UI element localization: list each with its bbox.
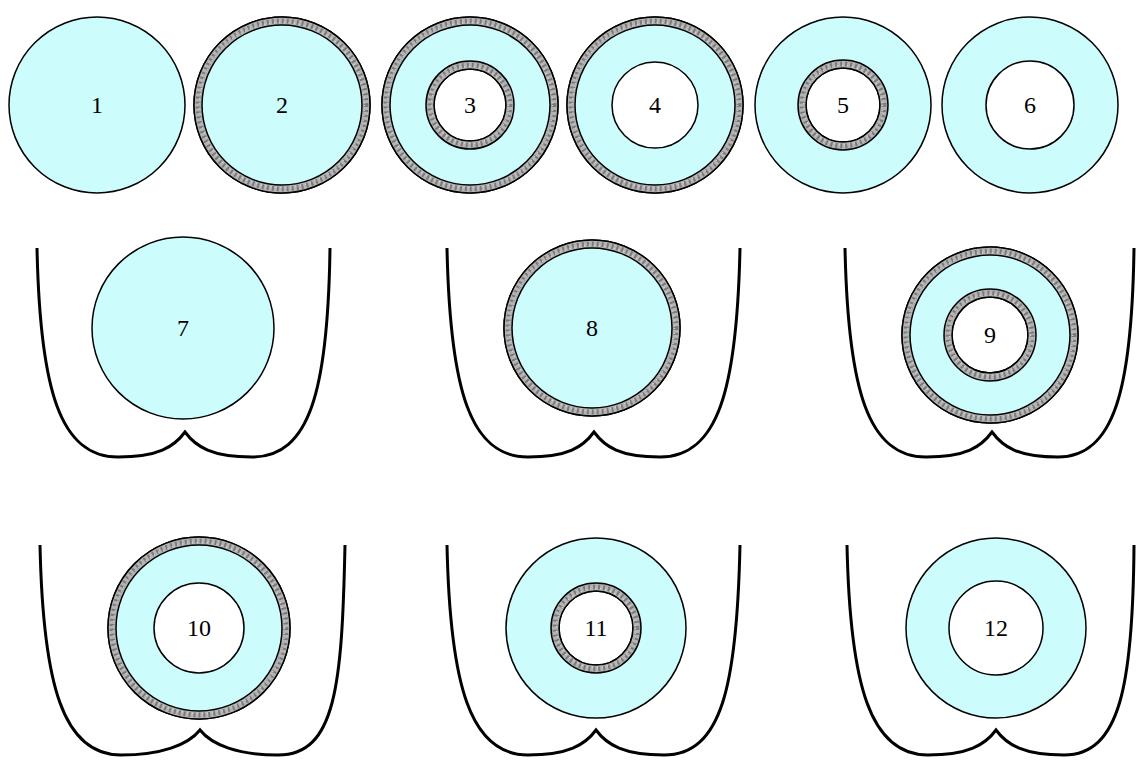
particle-circle: 8 [502,238,682,418]
circle-number: 2 [276,92,288,119]
circle-number: 8 [586,315,598,342]
circle-number: 5 [837,92,849,119]
circle-number: 4 [649,92,661,119]
particle-circle: 9 [900,245,1080,425]
circle-number: 7 [177,315,189,342]
particle-circle: 6 [940,15,1120,195]
particle-circle: 7 [90,235,276,421]
circle-number: 1 [91,92,103,119]
circle-number: 6 [1024,92,1036,119]
circle-number: 9 [984,322,996,349]
potential-curve [845,248,1134,457]
circle-number: 12 [984,615,1008,642]
particle-circle: 3 [380,15,560,195]
particle-circle: 2 [192,15,372,195]
circle-number: 11 [584,615,607,642]
particle-circle: 4 [565,15,745,195]
particle-circle: 11 [504,536,688,720]
particle-circle: 12 [904,536,1088,720]
particle-circle: 1 [7,15,187,195]
particle-circle: 5 [753,15,933,195]
circle-number: 3 [464,92,476,119]
circle-number: 10 [187,615,211,642]
particle-circle: 10 [106,535,292,721]
